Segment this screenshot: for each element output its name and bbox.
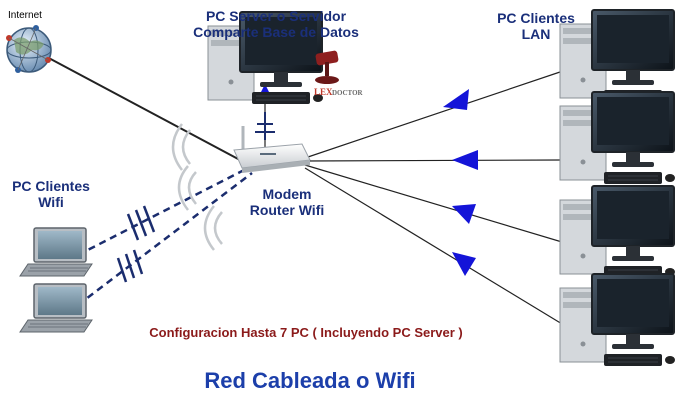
wifi-clients-label: PC Clientes Wifi (6, 178, 96, 210)
server-label-line1: PC Server o Servidor (205, 8, 347, 24)
server-label-line2: Comparte Base de Datos (193, 24, 359, 41)
router-icon (233, 126, 311, 173)
lan-clients-label-line2: LAN (521, 26, 551, 43)
lan-client-pc-icon-2 (559, 91, 676, 185)
lan-cable-4 (304, 167, 573, 331)
lan-arrow-4 (452, 252, 476, 276)
router-label-line1: Modem (262, 186, 312, 202)
internet-label: Internet (8, 10, 42, 21)
lan-cable-1 (304, 71, 561, 159)
lan-arrow-1 (443, 89, 469, 110)
lan-cable-3 (304, 164, 573, 246)
wifi-signal-icon (171, 123, 223, 251)
wifi-link-1 (77, 166, 249, 257)
wifi-antenna-icon-2 (116, 249, 144, 283)
wifi-link-2 (77, 172, 253, 306)
wifi-clients-label-line2: Wifi (38, 194, 64, 211)
lan-client-pc-icon-3 (559, 185, 676, 279)
wifi-laptop-icon-2 (19, 283, 93, 333)
internet-cable (29, 47, 241, 161)
diagram-title: Red Cableada o Wifi (204, 368, 416, 393)
brand-doctor: DOCTOR (332, 89, 364, 97)
wifi-laptop-icon-1 (19, 227, 93, 277)
lan-client-pc-icon-4 (559, 273, 676, 367)
router-label-line2: Router Wifi (249, 202, 325, 219)
gavel-icon (315, 50, 339, 84)
lan-arrow-2 (452, 150, 478, 170)
server-antenna-icon (255, 112, 275, 140)
config-note: Configuracion Hasta 7 PC ( Incluyendo PC… (149, 325, 463, 340)
lan-clients-label: PC Clientes LAN (480, 10, 592, 42)
router-label: Modem Router Wifi (232, 186, 342, 218)
lan-arrow-3 (452, 204, 476, 224)
lan-clients-label-line1: PC Clientes (497, 10, 575, 26)
wifi-antenna-icon-1 (126, 205, 156, 241)
server-label: PC Server o Servidor Comparte Base de Da… (172, 8, 380, 40)
wifi-clients-label-line1: PC Clientes (12, 178, 90, 194)
lan-cable-2 (304, 159, 561, 162)
internet-globe-icon (6, 25, 52, 73)
brand-lex: LEX (314, 87, 333, 97)
